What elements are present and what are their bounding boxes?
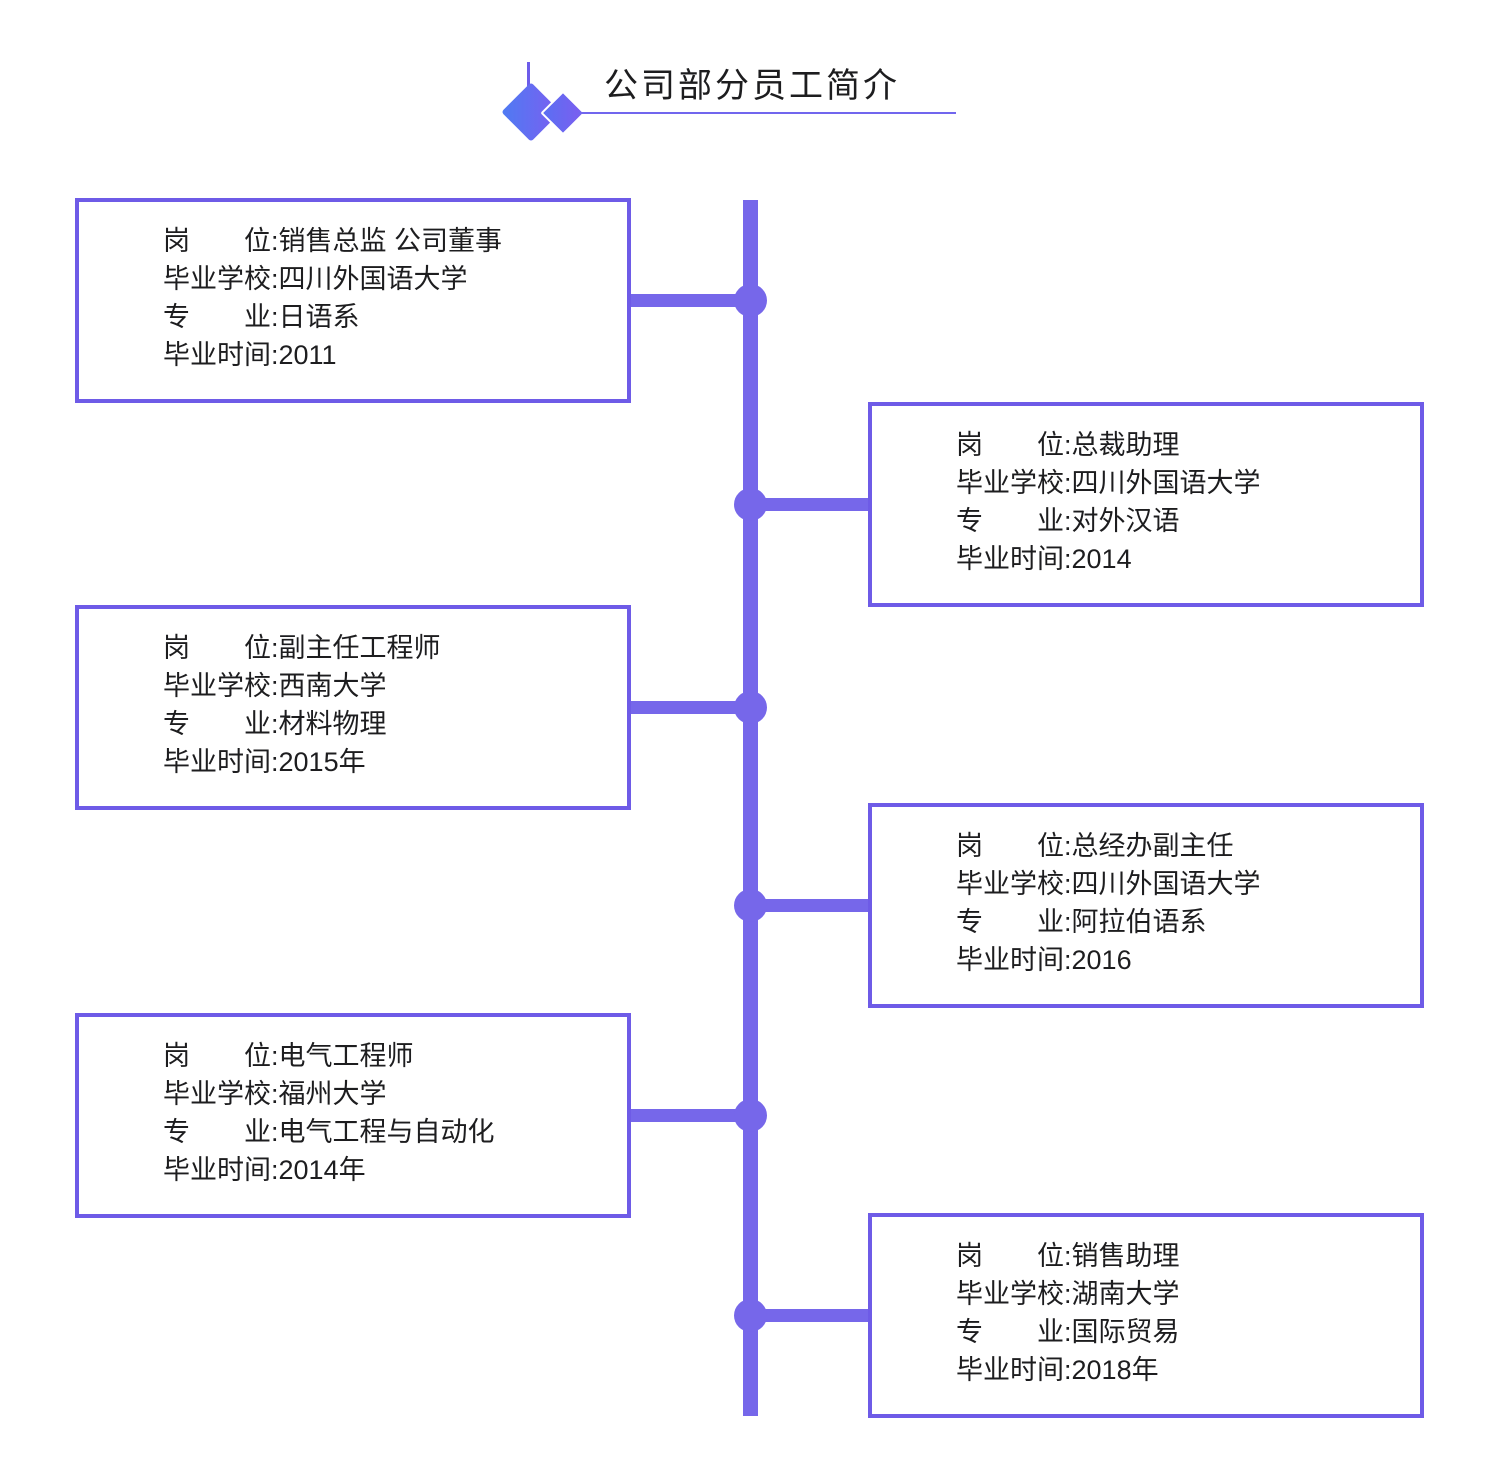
field-value: 阿拉伯语系 — [1071, 906, 1207, 937]
connector-line-3 — [630, 701, 751, 714]
field-label: 毕业时间: — [163, 1154, 279, 1185]
timeline-spine — [743, 200, 758, 1416]
employee-card-4: 岗 位:总经办副主任 毕业学校:四川外国语大学 专 业:阿拉伯语系 毕业时间:2… — [868, 803, 1424, 1008]
major-line: 专 业:材料物理 — [163, 705, 627, 743]
school-line: 毕业学校:西南大学 — [163, 667, 627, 705]
major-line: 专 业:日语系 — [163, 298, 627, 336]
employee-card-5: 岗 位:电气工程师 毕业学校:福州大学 专 业:电气工程与自动化 毕业时间:20… — [75, 1013, 631, 1218]
school-line: 毕业学校:四川外国语大学 — [956, 865, 1420, 903]
position-line: 岗 位:电气工程师 — [163, 1037, 627, 1075]
field-label: 毕业学校: — [956, 868, 1072, 899]
field-label: 毕业时间: — [163, 746, 279, 777]
school-line: 毕业学校:四川外国语大学 — [956, 464, 1420, 502]
grad-time-line: 毕业时间:2016 — [956, 941, 1420, 979]
grad-time-line: 毕业时间:2014年 — [163, 1151, 627, 1189]
field-value: 福州大学 — [278, 1078, 387, 1109]
field-value: 2014 — [1071, 543, 1132, 574]
field-label: 岗 位: — [956, 429, 1072, 460]
position-line: 岗 位:销售助理 — [956, 1237, 1420, 1275]
field-label: 毕业学校: — [956, 1278, 1072, 1309]
field-label: 专 业: — [956, 505, 1072, 536]
field-label: 毕业时间: — [163, 339, 279, 370]
timeline-node-5 — [734, 1099, 767, 1132]
field-label: 毕业学校: — [956, 467, 1072, 498]
employee-card-6: 岗 位:销售助理 毕业学校:湖南大学 专 业:国际贸易 毕业时间:2018年 — [868, 1213, 1424, 1418]
timeline-node-6 — [734, 1299, 767, 1332]
school-line: 毕业学校:湖南大学 — [956, 1275, 1420, 1313]
field-value: 电气工程与自动化 — [278, 1116, 495, 1147]
field-value: 湖南大学 — [1071, 1278, 1180, 1309]
field-value: 销售助理 — [1071, 1240, 1180, 1271]
timeline-node-3 — [734, 691, 767, 724]
field-value: 2018年 — [1071, 1354, 1159, 1385]
field-label: 岗 位: — [956, 830, 1072, 861]
page-title: 公司部分员工简介 — [604, 67, 900, 105]
field-value: 总经办副主任 — [1071, 830, 1234, 861]
field-value: 国际贸易 — [1071, 1316, 1180, 1347]
field-label: 专 业: — [163, 708, 279, 739]
position-line: 岗 位:销售总监 公司董事 — [163, 222, 627, 260]
field-value: 销售总监 公司董事 — [278, 225, 503, 256]
field-value: 四川外国语大学 — [1071, 467, 1261, 498]
field-value: 对外汉语 — [1071, 505, 1180, 536]
field-label: 岗 位: — [163, 225, 279, 256]
major-line: 专 业:对外汉语 — [956, 502, 1420, 540]
field-value: 西南大学 — [278, 670, 387, 701]
field-value: 2014年 — [278, 1154, 366, 1185]
field-value: 副主任工程师 — [278, 632, 441, 663]
major-line: 专 业:阿拉伯语系 — [956, 903, 1420, 941]
field-value: 电气工程师 — [278, 1040, 414, 1071]
grad-time-line: 毕业时间:2015年 — [163, 743, 627, 781]
grad-time-line: 毕业时间:2011 — [163, 336, 627, 374]
grad-time-line: 毕业时间:2014 — [956, 540, 1420, 578]
field-value: 日语系 — [278, 301, 360, 332]
field-label: 毕业时间: — [956, 1354, 1072, 1385]
field-label: 毕业学校: — [163, 263, 279, 294]
field-value: 2011 — [278, 339, 337, 370]
field-label: 岗 位: — [163, 1040, 279, 1071]
connector-line-5 — [630, 1109, 751, 1122]
field-label: 岗 位: — [163, 632, 279, 663]
school-line: 毕业学校:福州大学 — [163, 1075, 627, 1113]
position-line: 岗 位:总经办副主任 — [956, 827, 1420, 865]
field-label: 专 业: — [956, 906, 1072, 937]
field-value: 材料物理 — [278, 708, 387, 739]
field-label: 毕业学校: — [163, 1078, 279, 1109]
field-label: 专 业: — [956, 1316, 1072, 1347]
major-line: 专 业:电气工程与自动化 — [163, 1113, 627, 1151]
field-value: 四川外国语大学 — [1071, 868, 1261, 899]
connector-line-4 — [751, 899, 869, 912]
school-line: 毕业学校:四川外国语大学 — [163, 260, 627, 298]
field-label: 专 业: — [163, 1116, 279, 1147]
connector-line-6 — [751, 1309, 869, 1322]
timeline-node-1 — [734, 284, 767, 317]
position-line: 岗 位:副主任工程师 — [163, 629, 627, 667]
employee-card-2: 岗 位:总裁助理 毕业学校:四川外国语大学 专 业:对外汉语 毕业时间:2014 — [868, 402, 1424, 607]
timeline-node-2 — [734, 488, 767, 521]
connector-line-2 — [751, 498, 869, 511]
position-line: 岗 位:总裁助理 — [956, 426, 1420, 464]
field-label: 毕业时间: — [956, 543, 1072, 574]
connector-line-1 — [630, 294, 751, 307]
field-label: 专 业: — [163, 301, 279, 332]
field-label: 毕业学校: — [163, 670, 279, 701]
title-underline — [578, 112, 956, 114]
timeline-node-4 — [734, 889, 767, 922]
field-value: 四川外国语大学 — [278, 263, 468, 294]
field-label: 毕业时间: — [956, 944, 1072, 975]
employee-card-1: 岗 位:销售总监 公司董事 毕业学校:四川外国语大学 专 业:日语系 毕业时间:… — [75, 198, 631, 403]
field-label: 岗 位: — [956, 1240, 1072, 1271]
field-value: 2015年 — [278, 746, 366, 777]
title-stem-line — [527, 62, 530, 96]
field-value: 2016 — [1071, 944, 1132, 975]
field-value: 总裁助理 — [1071, 429, 1180, 460]
major-line: 专 业:国际贸易 — [956, 1313, 1420, 1351]
employee-card-3: 岗 位:副主任工程师 毕业学校:西南大学 专 业:材料物理 毕业时间:2015年 — [75, 605, 631, 810]
grad-time-line: 毕业时间:2018年 — [956, 1351, 1420, 1389]
